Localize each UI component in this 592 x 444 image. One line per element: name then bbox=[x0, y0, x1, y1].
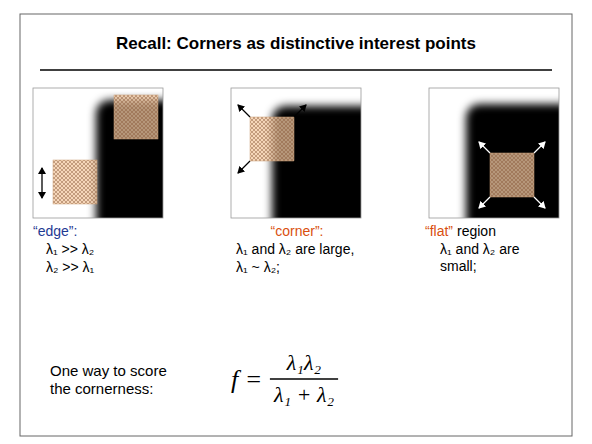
flat-panel bbox=[429, 88, 559, 218]
slide-border bbox=[20, 14, 572, 436]
formula-numerator: λ₁λ₂ bbox=[287, 350, 321, 376]
formula-note: One way to score the cornerness: bbox=[50, 362, 172, 398]
fraction-bar bbox=[270, 378, 338, 379]
case-name: “edge”: bbox=[33, 223, 77, 240]
case-name: “corner”: bbox=[271, 223, 324, 240]
shift-arrow bbox=[41, 168, 42, 198]
case-name: “flat” bbox=[425, 223, 453, 240]
shift-arrows bbox=[479, 142, 545, 208]
slide-title: Recall: Corners as distinctive interest … bbox=[116, 34, 476, 54]
edge-panel bbox=[33, 88, 163, 218]
eigen-relation: λ₁ and λ₂ are large, bbox=[236, 241, 354, 258]
eigen-relation: λ₂ >> λ₁ bbox=[46, 259, 94, 276]
corner-panel bbox=[231, 88, 361, 218]
eigen-relation: λ₁ ~ λ₂; bbox=[236, 259, 280, 276]
formula-symbol: f = bbox=[231, 364, 262, 395]
case-name: region bbox=[457, 223, 496, 240]
formula-denominator: λ₁ + λ₂ bbox=[274, 382, 334, 408]
eigen-relation: λ₁ and λ₂ are small; bbox=[440, 241, 558, 275]
eigen-relation: λ₁ >> λ₂ bbox=[46, 241, 94, 258]
title-rule bbox=[40, 69, 552, 71]
shift-arrows bbox=[238, 105, 306, 173]
